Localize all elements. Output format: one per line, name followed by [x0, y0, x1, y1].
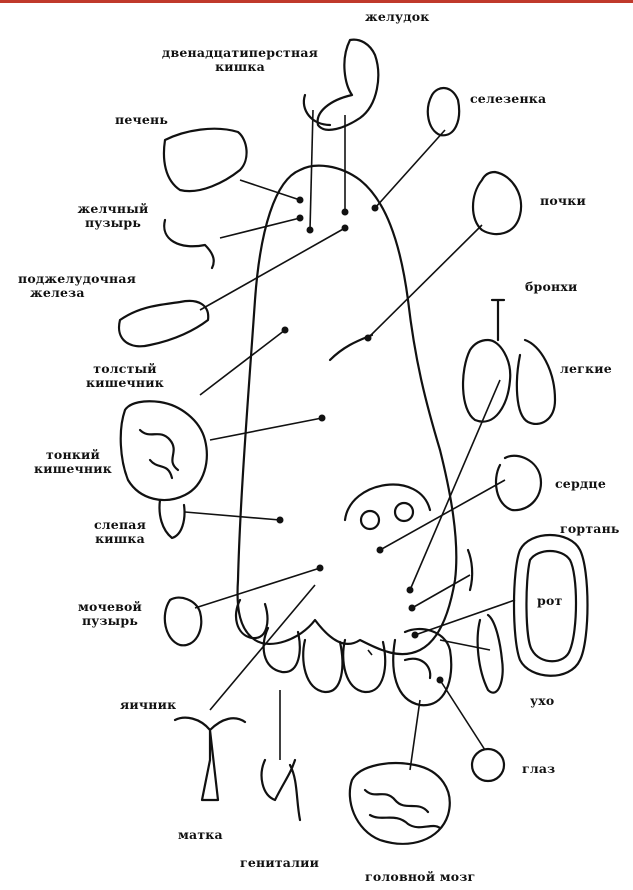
ear-shape	[478, 615, 503, 693]
spleen-shape	[428, 88, 459, 135]
label-large-intestine-line1: толстый	[75, 362, 175, 376]
kidney-shape	[473, 172, 521, 234]
label-bladder-line2: пузырь	[60, 614, 160, 628]
label-small-intestine-line2: кишечник	[18, 462, 128, 476]
genitals-shape	[262, 760, 300, 820]
foot-outline	[238, 166, 457, 654]
label-mouth: рот	[537, 594, 562, 608]
heart-shape	[496, 456, 541, 510]
label-gallbladder-line1: желчный	[68, 202, 158, 216]
label-large-intestine: толстый кишечник	[75, 362, 175, 390]
label-cecum: слепая кишка	[75, 518, 165, 546]
toe-3	[303, 640, 342, 692]
label-stomach: желудок	[365, 10, 430, 24]
larynx-shape	[468, 550, 472, 590]
label-pancreas: поджелудочная железа	[18, 272, 136, 300]
uterus-shape	[175, 718, 245, 800]
bladder-shape	[165, 598, 202, 646]
label-brain: головной мозг	[365, 870, 475, 884]
label-small-intestine: тонкий кишечник	[18, 448, 128, 476]
label-ovary: яичник	[120, 698, 176, 712]
label-bronchi: бронхи	[525, 280, 578, 294]
label-kidneys: почки	[540, 194, 586, 208]
label-pancreas-line1: поджелудочная	[18, 272, 136, 286]
label-ear: ухо	[530, 694, 554, 708]
gallbladder-shape	[164, 220, 214, 268]
label-gallbladder-line2: пузырь	[68, 216, 158, 230]
trachea-shape	[492, 300, 504, 340]
label-small-intestine-line1: тонкий	[18, 448, 128, 462]
label-pancreas-line2: железа	[18, 286, 136, 300]
toe-4	[264, 628, 300, 672]
label-duodenum-line1: двенадцатиперстная	[150, 46, 330, 60]
label-genitals: гениталии	[240, 856, 319, 870]
label-heart: сердце	[555, 477, 606, 491]
label-uterus: матка	[178, 828, 223, 842]
lungs-shape	[463, 340, 555, 424]
label-larynx: гортань	[560, 522, 620, 536]
label-gallbladder: желчный пузырь	[68, 202, 158, 230]
label-bladder-line1: мочевой	[60, 600, 160, 614]
label-liver: печень	[115, 113, 168, 127]
label-spleen: селезенка	[470, 92, 546, 106]
label-lungs: легкие	[560, 362, 612, 376]
label-large-intestine-line2: кишечник	[75, 376, 175, 390]
label-cecum-line1: слепая	[75, 518, 165, 532]
label-bladder: мочевой пузырь	[60, 600, 160, 628]
label-duodenum-line2: кишка	[150, 60, 330, 74]
label-eye: глаз	[522, 762, 555, 776]
label-duodenum: двенадцатиперстная кишка	[150, 46, 330, 74]
liver-shape	[164, 129, 247, 191]
intestine-shape	[121, 401, 207, 500]
pancreas-shape	[119, 301, 208, 346]
eye-shape	[472, 749, 504, 781]
label-cecum-line2: кишка	[75, 532, 165, 546]
